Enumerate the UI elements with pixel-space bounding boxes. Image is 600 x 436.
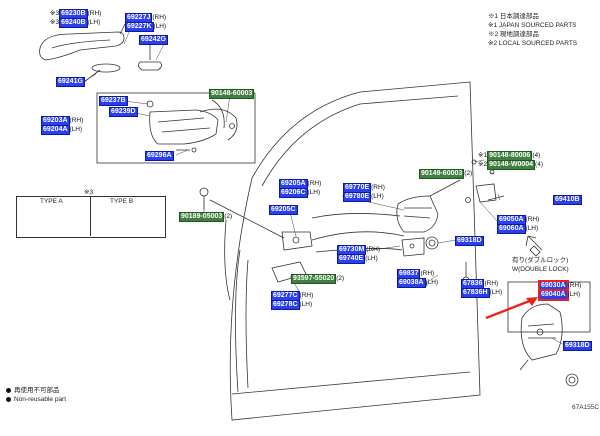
label-93597: 93597-55020(2) xyxy=(290,274,345,284)
part-69060a[interactable]: 69060A xyxy=(497,224,526,234)
type-box-divider xyxy=(90,196,91,236)
part-69230b[interactable]: 69230B xyxy=(59,9,88,19)
part-90149-60003[interactable]: 90149-60003 xyxy=(418,169,465,179)
label-group-69050: 69050A(RH) 69060A(LH) xyxy=(497,215,540,234)
label-69318-a: 69318D xyxy=(455,236,484,246)
part-69239d[interactable]: 69239D xyxy=(109,107,138,117)
leader-lines xyxy=(82,29,567,347)
legend-row-jp: 再使用不可部品 xyxy=(6,386,66,395)
note-japan-jp: ※1 日本調達部品 xyxy=(488,13,539,20)
part-90189-05003[interactable]: 90189-05003 xyxy=(178,212,225,222)
label-group-69205: 69205A(RH) 69206C(LH) xyxy=(279,179,322,198)
label-90189: 90189-05003(2) xyxy=(178,212,233,222)
label-group-69770: 69770E(RH) 69780E(LH) xyxy=(342,183,385,202)
double-lock-arrow xyxy=(525,235,543,257)
part-67836[interactable]: 67836 xyxy=(460,279,485,289)
part-69770e[interactable]: 69770E xyxy=(342,183,372,193)
label-69242: 69242G xyxy=(139,35,168,45)
part-69227k[interactable]: 69227K xyxy=(125,22,154,32)
drawing-number: 67A155C xyxy=(572,404,600,411)
label-69241: 69241G xyxy=(56,77,85,87)
label-90148-60003: 90148-60003 xyxy=(208,89,255,99)
part-69241g[interactable]: 69241G xyxy=(56,77,85,87)
part-69318d[interactable]: 69318D xyxy=(455,236,484,246)
part-69203a[interactable]: 69203A xyxy=(41,116,70,126)
part-69206c[interactable]: 69206C xyxy=(279,188,308,198)
type-box xyxy=(16,196,166,238)
label-69410: 69410B xyxy=(553,195,582,205)
label-group-69203: 69203A(RH) 69204A(LH) xyxy=(41,116,84,135)
part-69205a[interactable]: 69205A xyxy=(279,179,308,189)
part-69030a[interactable]: 69030A xyxy=(538,280,569,292)
label-69237: 69237B xyxy=(99,96,128,106)
part-90148-60003[interactable]: 90148-60003 xyxy=(208,89,255,99)
door-panel-drawing xyxy=(224,81,481,421)
part-69780e[interactable]: 69780E xyxy=(342,192,372,202)
label-90149: 90149-60003(2) xyxy=(418,169,473,179)
part-90148-w0004[interactable]: 90148-W0004 xyxy=(487,160,536,170)
part-69237b[interactable]: 69237B xyxy=(99,96,128,106)
bullet-icon xyxy=(6,396,11,402)
control-rods-drawing xyxy=(308,213,405,281)
legend: 再使用不可部品 Non-reusable part xyxy=(6,386,66,404)
part-69837[interactable]: 69837 xyxy=(396,269,421,279)
label-group-69730: 69730M(RH) 69740E(LH) xyxy=(336,245,381,264)
double-lock-label: 有り(ダブルロック) W(DOUBLE LOCK) xyxy=(512,256,569,274)
part-67836h[interactable]: 67836H xyxy=(461,288,490,298)
note-local-en: ※2 LOCAL SOURCED PARTS xyxy=(488,40,578,47)
type-a-label: TYPE A xyxy=(40,198,63,205)
part-93597-55020[interactable]: 93597-55020 xyxy=(290,274,337,284)
handle-mechanism-box xyxy=(96,92,256,164)
part-69296a[interactable]: 69296A xyxy=(145,151,174,161)
part-69240b[interactable]: 69240B xyxy=(59,18,88,28)
source-notes: ※1 日本調達部品 ※1 JAPAN SOURCED PARTS ※2 現地調達… xyxy=(488,12,577,48)
part-69740e[interactable]: 69740E xyxy=(336,254,366,264)
part-69410b[interactable]: 69410B xyxy=(553,195,582,205)
label-group-69277: 69277C(RH) 69278C(LH) xyxy=(271,291,314,310)
part-69277c[interactable]: 69277C xyxy=(271,291,300,301)
part-69038a[interactable]: 69038A xyxy=(397,278,426,288)
label-69296: 69296A xyxy=(145,151,174,161)
type-box-mark: ※3 xyxy=(84,189,94,196)
highlight-arrow xyxy=(485,297,538,320)
outside-handle-drawing xyxy=(39,23,162,83)
striker-drawing xyxy=(471,159,505,203)
label-group-69030: 69030A(RH) 69040A(LH) xyxy=(538,280,582,301)
label-group-67836: 67836(RH) 67836H(LH) xyxy=(460,279,503,298)
part-69278c[interactable]: 69278C xyxy=(271,300,300,310)
part-69205c[interactable]: 69205C xyxy=(269,205,298,215)
part-69227j[interactable]: 69227J xyxy=(124,13,153,23)
note-japan-en: ※1 JAPAN SOURCED PARTS xyxy=(488,22,577,29)
handle-mechanism-drawing xyxy=(146,99,238,153)
double-lock-en: W(DOUBLE LOCK) xyxy=(512,266,569,273)
legend-row-en: Non-reusable part xyxy=(6,395,66,404)
label-69205c: 69205C xyxy=(269,205,298,215)
type-b-label: TYPE B xyxy=(110,198,134,205)
bullet-icon xyxy=(6,387,11,393)
label-69239: 69239D xyxy=(109,107,138,117)
part-69730m[interactable]: 69730M xyxy=(336,245,367,255)
label-69318-b: 69318D xyxy=(563,341,592,351)
label-group-69837: 69837(RH) 69038A(LH) xyxy=(396,269,439,288)
part-69050a[interactable]: 69050A xyxy=(497,215,526,225)
note-local-jp: ※2 現地調達部品 xyxy=(488,31,539,38)
part-69242g[interactable]: 69242G xyxy=(139,35,168,45)
part-69318d-lower[interactable]: 69318D xyxy=(563,341,592,351)
part-69040a[interactable]: 69040A xyxy=(538,289,569,301)
fastener-drawing xyxy=(462,169,495,284)
inside-handle-drawing xyxy=(199,187,313,283)
part-69204a[interactable]: 69204A xyxy=(41,125,70,135)
part-90148-80006[interactable]: 90148-80006 xyxy=(487,151,533,161)
double-lock-jp: 有り(ダブルロック) xyxy=(512,257,569,264)
label-group-69227: 69227J(RH) 69227K(LH) xyxy=(124,13,167,32)
